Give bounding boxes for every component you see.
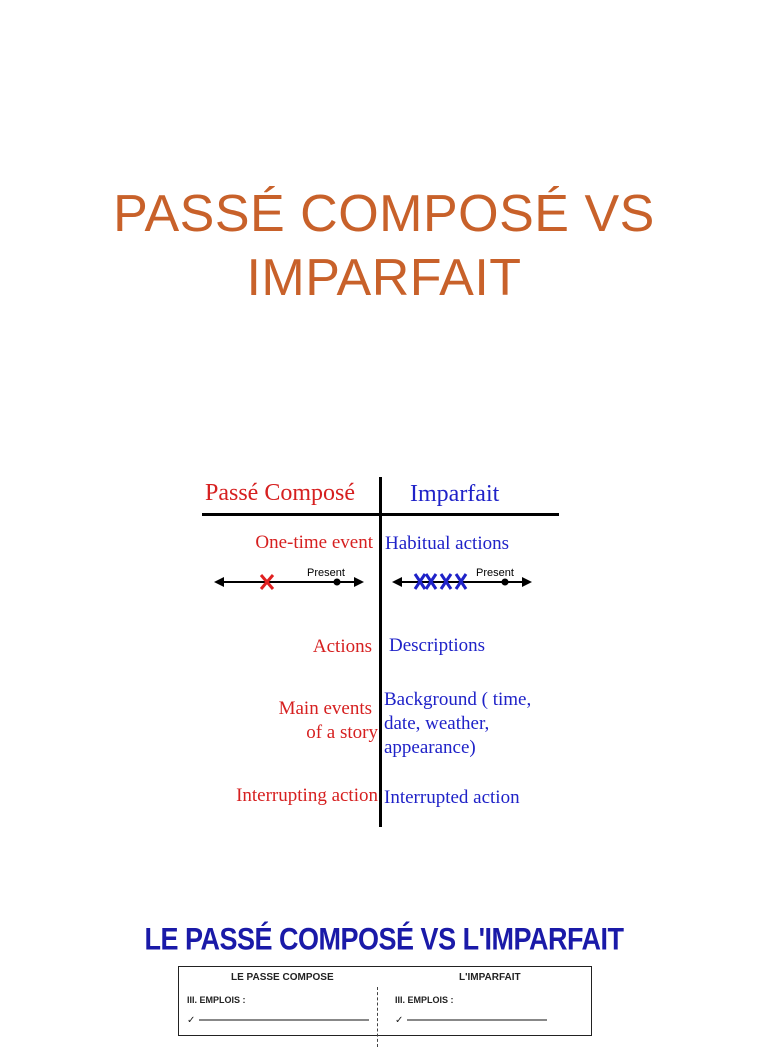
present-label: Present xyxy=(476,567,514,579)
right-row-date-weather: date, weather, xyxy=(384,713,490,734)
right-row-background: Background ( time, xyxy=(384,689,532,710)
doc-right-check-icon: ✓ xyxy=(395,1015,404,1026)
doc-right-text-line xyxy=(407,1019,547,1021)
doc-left-check-icon: ✓ xyxy=(187,1015,196,1026)
left-row-actions: Actions xyxy=(312,636,372,657)
doc-column-divider xyxy=(377,987,378,1047)
passe-compose-header: Passé Composé xyxy=(205,480,355,506)
document-title: LE PASSÉ COMPOSÉ VS L'IMPARFAIT xyxy=(144,922,624,957)
habitual-event-markers xyxy=(413,573,468,590)
doc-right-section: III. EMPLOIS : xyxy=(395,995,454,1005)
doc-left-section: III. EMPLOIS : xyxy=(187,995,246,1005)
left-row-interrupting-action: Interrupting action xyxy=(236,785,378,806)
single-event-marker xyxy=(259,574,275,590)
imparfait-header: Imparfait xyxy=(410,481,500,507)
doc-right-column-header: L'IMPARFAIT xyxy=(459,972,521,983)
passe-compose-timeline: Present xyxy=(214,567,364,590)
imparfait-timeline: Present xyxy=(392,567,532,590)
comparison-chart: Passé Composé Imparfait One-time event A… xyxy=(202,477,559,827)
timeline-arrow-right xyxy=(522,577,532,587)
slide-title: PASSÉ COMPOSÉ VS IMPARFAIT xyxy=(0,182,768,310)
present-point xyxy=(333,578,341,586)
timeline-arrow-left xyxy=(214,577,224,587)
left-row-one-time-event: One-time event xyxy=(255,532,373,553)
column-divider xyxy=(379,477,382,827)
timeline-arrow-right xyxy=(354,577,364,587)
slide-title-line-1: PASSÉ COMPOSÉ VS xyxy=(113,185,655,243)
right-row-interrupted-action: Interrupted action xyxy=(384,787,520,808)
timeline-arrow-left xyxy=(392,577,402,587)
present-label: Present xyxy=(307,567,345,579)
present-point xyxy=(501,578,509,586)
left-row-main-events: Main events xyxy=(278,698,372,719)
slide-title-line-2: IMPARFAIT xyxy=(246,249,522,307)
right-row-descriptions: Descriptions xyxy=(389,635,486,656)
document-preview: LE PASSE COMPOSE L'IMPARFAIT III. EMPLOI… xyxy=(178,966,592,1047)
right-row-appearance: appearance) xyxy=(384,737,476,758)
doc-left-text-line xyxy=(199,1019,369,1021)
right-row-habitual-actions: Habitual actions xyxy=(385,533,509,554)
doc-left-column-header: LE PASSE COMPOSE xyxy=(231,972,334,983)
left-row-of-a-story: of a story xyxy=(306,722,378,743)
